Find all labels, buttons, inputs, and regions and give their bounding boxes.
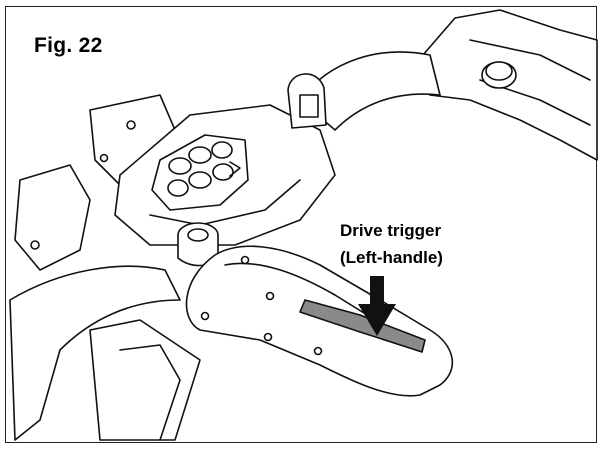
callout-line-2: (Left-handle): [340, 248, 443, 267]
callout-line-1: Drive trigger: [340, 221, 442, 240]
drive-trigger-callout: Drive trigger (Left-handle): [340, 217, 443, 271]
upper-handlebar: [299, 51, 441, 131]
callout-arrow: [358, 276, 396, 336]
lower-frame: [9, 265, 181, 441]
left-handle: [185, 245, 454, 397]
figure-label: Fig. 22: [34, 34, 103, 57]
drive-trigger: [299, 299, 426, 353]
